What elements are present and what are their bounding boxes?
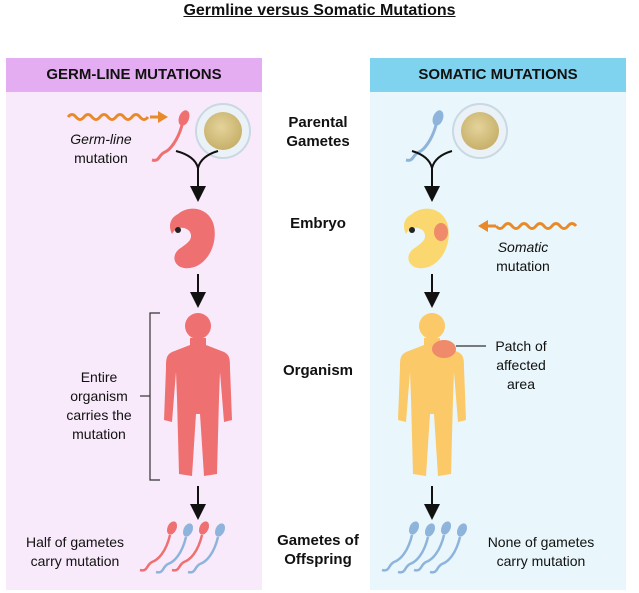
germline-mutation-wave [66, 111, 168, 123]
germline-header: GERM-LINE MUTATIONS [6, 58, 262, 92]
organism-bracket [149, 312, 160, 481]
bracket-label-line-3: carries the [66, 407, 132, 423]
patch-label: Patch of affected area [476, 337, 566, 394]
bracket-label-line-1: Entire [80, 369, 118, 385]
somatic-mutation-label-rest: mutation [496, 258, 550, 274]
somatic-gametes-line-1: None of gametes [487, 534, 595, 550]
stage-embryo: Embryo [268, 214, 368, 233]
germline-mutation-label: Germ-line mutation [56, 130, 146, 168]
embryo-right [404, 208, 449, 269]
stage-embryo-line-1: Embryo [290, 215, 346, 232]
offspring-sperm-normal-1 [155, 523, 194, 574]
germline-gametes-line-2: carry mutation [30, 553, 120, 569]
embryo-mutation-patch [434, 223, 448, 241]
stage-parental-line-1: Parental [288, 114, 348, 131]
stage-offspring-gametes: Gametes of Offspring [264, 531, 372, 569]
bracket-label-line-4: mutation [72, 426, 126, 442]
stage-parental-line-2: Gametes [286, 133, 350, 150]
patch-label-line-1: Patch of [495, 338, 547, 354]
stage-organism: Organism [268, 361, 368, 380]
somatic-gametes-line-2: carry mutation [496, 553, 586, 569]
mutated-sperm [151, 110, 190, 162]
fertilization-join-left [175, 150, 219, 169]
offspring-sperm-normal-r3 [413, 521, 452, 572]
offspring-sperm-mutated-2 [171, 521, 210, 572]
patch-label-line-3: area [506, 376, 536, 392]
diagram-title: Germline versus Somatic Mutations [183, 2, 456, 19]
offspring-gametes-left [139, 521, 226, 574]
organism-left [164, 313, 232, 476]
somatic-mutation-label-italic: Somatic [497, 239, 549, 255]
offspring-sperm-normal-r1 [381, 521, 420, 572]
stage-organism-line-1: Organism [282, 362, 354, 379]
somatic-mutation-label: Somatic mutation [478, 238, 568, 276]
egg-left [195, 103, 251, 159]
offspring-gametes-right [381, 521, 468, 574]
egg-right [452, 103, 508, 159]
offspring-sperm-mutated-1 [139, 521, 178, 572]
offspring-sperm-normal-r4 [429, 523, 468, 574]
stage-offspring-line-1: Gametes of [277, 532, 359, 549]
fertilization-join-right [411, 150, 453, 169]
bracket-label: Entire organism carries the mutation [54, 368, 144, 444]
offspring-sperm-normal-r2 [397, 523, 436, 574]
patch-label-line-2: affected [496, 357, 546, 373]
germline-gametes-line-1: Half of gametes [25, 534, 125, 550]
germline-mutation-label-italic: Germ-line [70, 131, 132, 147]
somatic-header: SOMATIC MUTATIONS [370, 58, 626, 92]
organism-affected-patch [432, 340, 456, 358]
germline-gametes-label: Half of gametes carry mutation [10, 533, 140, 571]
somatic-mutation-wave [478, 220, 578, 232]
somatic-gametes-label: None of gametes carry mutation [476, 533, 606, 571]
bracket-label-line-2: organism [70, 388, 128, 404]
normal-sperm-right [405, 110, 444, 162]
offspring-sperm-normal-2 [187, 523, 226, 574]
stage-offspring-line-2: Offspring [284, 551, 352, 568]
germline-mutation-label-rest: mutation [74, 150, 128, 166]
embryo-left [170, 208, 215, 269]
somatic-panel: SOMATIC MUTATIONS [370, 58, 626, 590]
stage-parental-gametes: Parental Gametes [268, 113, 368, 151]
organism-right [398, 313, 466, 476]
